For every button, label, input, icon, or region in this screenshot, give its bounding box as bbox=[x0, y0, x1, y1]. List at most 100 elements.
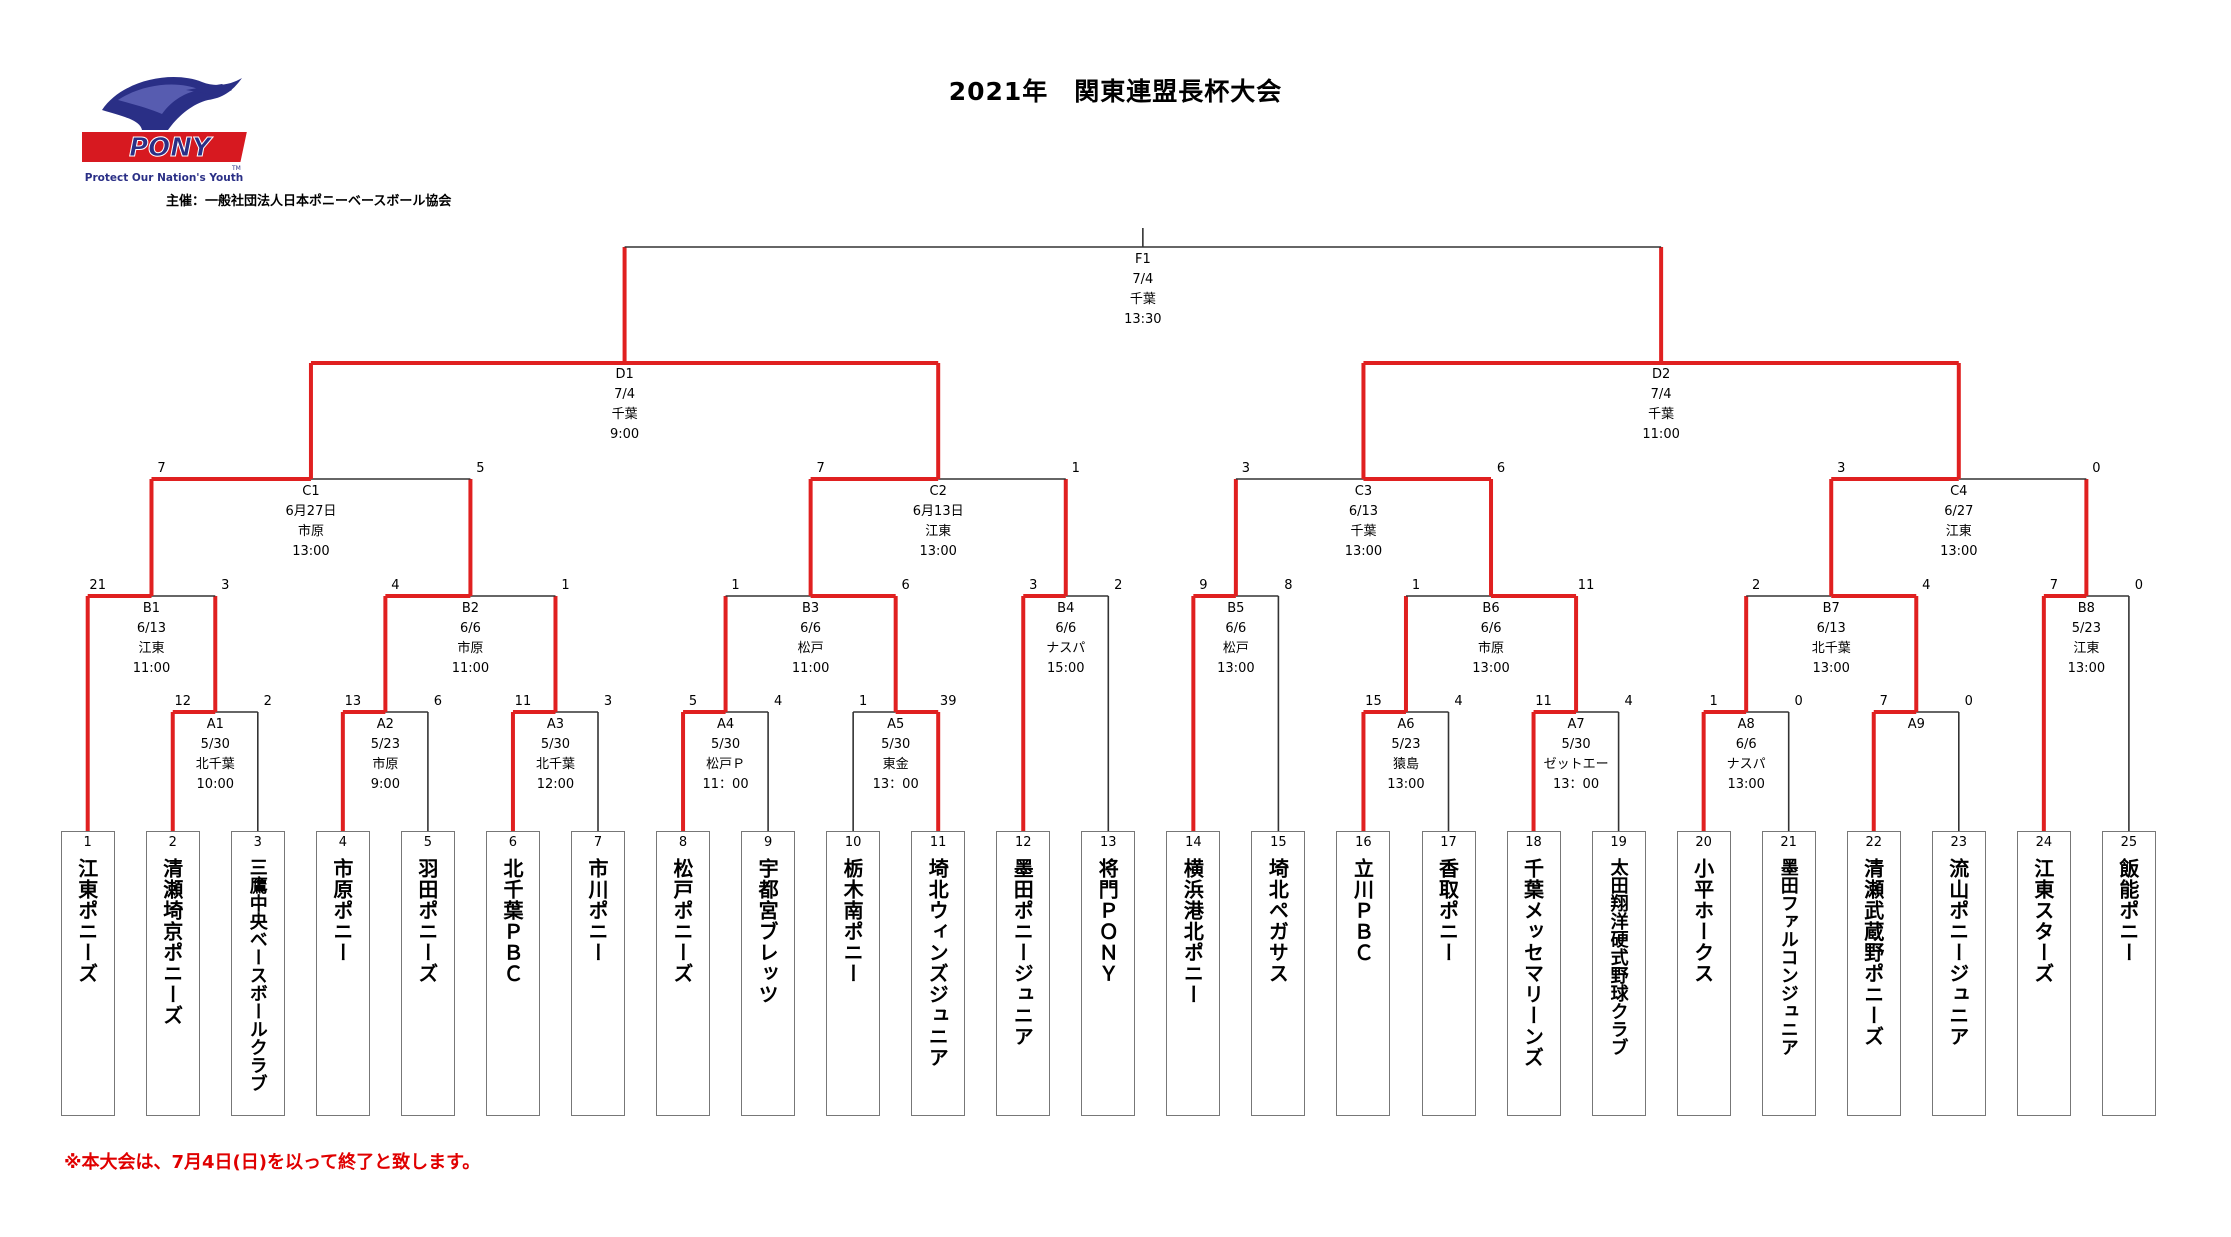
game-info-D2-0: 7/4 bbox=[1651, 387, 1672, 402]
score-C4-left: 3 bbox=[1837, 461, 1845, 476]
game-info-D1-2: 9:00 bbox=[610, 427, 639, 442]
team-number: 20 bbox=[1695, 835, 1712, 850]
game-info-B7-2: 13:00 bbox=[1812, 661, 1849, 676]
score-A9-right: 0 bbox=[1965, 694, 1973, 709]
game-info-D1-1: 千葉 bbox=[612, 407, 638, 422]
game-id-A8: A8 bbox=[1738, 717, 1755, 732]
score-A7-left: 11 bbox=[1535, 694, 1552, 709]
game-id-D2: D2 bbox=[1652, 367, 1670, 382]
game-info-A8-1: ナスパ bbox=[1727, 757, 1766, 772]
score-B3-right: 6 bbox=[902, 578, 910, 593]
score-B7-right: 4 bbox=[1922, 578, 1930, 593]
game-id-B8: B8 bbox=[2078, 601, 2095, 616]
game-id-A2: A2 bbox=[377, 717, 394, 732]
game-info-A2-0: 5/23 bbox=[371, 737, 400, 752]
game-info-F1-0: 7/4 bbox=[1132, 272, 1153, 287]
team-number: 2 bbox=[168, 835, 177, 850]
game-info-A6-2: 13:00 bbox=[1387, 777, 1424, 792]
game-info-B8-2: 13:00 bbox=[2068, 661, 2105, 676]
game-id-A9: A9 bbox=[1908, 717, 1925, 732]
game-info-C1-1: 市原 bbox=[298, 523, 324, 539]
team-name: 埼北ペガサス bbox=[1265, 858, 1290, 984]
team-number: 6 bbox=[508, 835, 518, 850]
team-number: 9 bbox=[763, 835, 773, 850]
score-C3-right: 6 bbox=[1497, 461, 1505, 476]
game-id-C2: C2 bbox=[930, 484, 947, 499]
game-info-B3-0: 6/6 bbox=[800, 621, 821, 636]
score-C4-right: 0 bbox=[2092, 461, 2100, 476]
team-number: 15 bbox=[1270, 835, 1287, 850]
score-A5-right: 39 bbox=[940, 694, 957, 709]
team-name: 宇都宮ブレッツ bbox=[755, 858, 780, 1005]
team-number: 14 bbox=[1185, 835, 1202, 850]
score-C1-left: 7 bbox=[157, 461, 165, 476]
logo-trademark: TM bbox=[231, 165, 241, 172]
team-number: 1 bbox=[83, 835, 92, 850]
game-id-A5: A5 bbox=[887, 717, 904, 732]
game-info-A5-2: 13：00 bbox=[873, 777, 919, 792]
game-info-A2-2: 9:00 bbox=[371, 777, 400, 792]
team-number: 13 bbox=[1100, 835, 1117, 850]
score-B1-right: 3 bbox=[221, 578, 229, 593]
game-info-F1-1: 千葉 bbox=[1130, 292, 1156, 307]
score-A2-left: 13 bbox=[345, 694, 362, 709]
game-info-A7-2: 13：00 bbox=[1553, 777, 1599, 792]
game-info-C4-0: 6/27 bbox=[1944, 504, 1973, 519]
game-info-D2-1: 千葉 bbox=[1648, 407, 1674, 422]
team-name: 香取ポニー bbox=[1435, 858, 1460, 963]
game-id-F1: F1 bbox=[1135, 252, 1151, 267]
pony-logo: PONY TM Protect Our Nation's Youth bbox=[64, 70, 262, 185]
game-id-A3: A3 bbox=[547, 717, 564, 732]
team-box: 23 流山ポニージュニア bbox=[1931, 831, 1986, 1116]
game-info-A1-2: 10:00 bbox=[197, 777, 234, 792]
game-info-A8-0: 6/6 bbox=[1736, 737, 1757, 752]
game-info-B1-0: 6/13 bbox=[137, 621, 166, 636]
team-number: 23 bbox=[1950, 835, 1968, 850]
team-number: 3 bbox=[253, 835, 262, 850]
score-A6-left: 15 bbox=[1365, 694, 1382, 709]
page-title: 2021年 関東連盟長杯大会 bbox=[948, 77, 1283, 106]
team-name: 太田翔洋硬式野球クラブ bbox=[1607, 858, 1629, 1056]
game-info-A8-2: 13:00 bbox=[1727, 777, 1764, 792]
game-info-B3-1: 松戸 bbox=[798, 641, 824, 656]
game-info-A2-1: 市原 bbox=[372, 756, 398, 772]
game-id-A6: A6 bbox=[1397, 717, 1414, 732]
score-A6-right: 4 bbox=[1454, 694, 1462, 709]
game-info-A1-0: 5/30 bbox=[201, 737, 230, 752]
score-A7-right: 4 bbox=[1624, 694, 1632, 709]
game-info-C3-0: 6/13 bbox=[1349, 504, 1378, 519]
game-id-B6: B6 bbox=[1482, 601, 1499, 616]
game-info-C3-1: 千葉 bbox=[1350, 524, 1376, 539]
team-name: 千葉メッセマリーンズ bbox=[1520, 858, 1545, 1068]
horse-logo-icon: PONY TM Protect Our Nation's Youth bbox=[64, 77, 247, 184]
team-number: 24 bbox=[2035, 835, 2053, 850]
team-name: 横浜港北ポニー bbox=[1180, 858, 1205, 1005]
game-info-C4-1: 江東 bbox=[1946, 523, 1972, 539]
game-info-C3-2: 13:00 bbox=[1345, 544, 1382, 559]
game-info-B8-0: 5/23 bbox=[2072, 621, 2101, 636]
game-info-A6-1: 猿島 bbox=[1393, 757, 1419, 772]
game-id-B3: B3 bbox=[802, 601, 819, 616]
game-info-A3-2: 12:00 bbox=[537, 777, 574, 792]
team-name: 墨田ポニージュニア bbox=[1010, 858, 1035, 1047]
game-info-B8-1: 江東 bbox=[2073, 640, 2099, 656]
game-id-B4: B4 bbox=[1057, 601, 1074, 616]
game-id-C1: C1 bbox=[302, 484, 319, 499]
score-A4-right: 4 bbox=[774, 694, 782, 709]
team-number: 8 bbox=[678, 835, 688, 850]
game-info-C2-0: 6月13日 bbox=[913, 504, 964, 519]
game-id-C3: C3 bbox=[1355, 484, 1372, 499]
game-info-C4-2: 13:00 bbox=[1940, 544, 1977, 559]
team-name: 流山ポニージュニア bbox=[1945, 858, 1970, 1047]
team-number: 16 bbox=[1355, 835, 1372, 850]
